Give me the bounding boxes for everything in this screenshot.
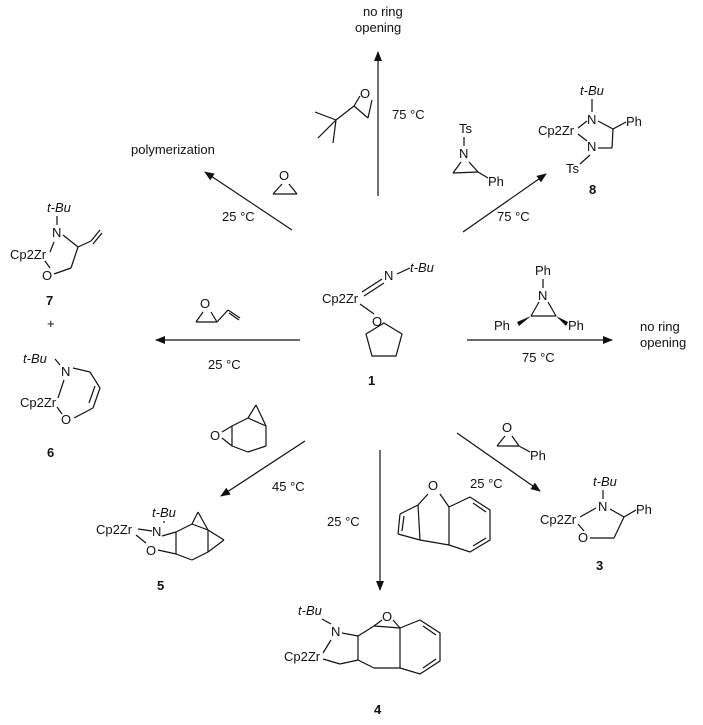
product-4: t-Bu N Cp2Zr O 4	[284, 603, 441, 717]
svg-text:O: O	[210, 428, 220, 443]
svg-text:O: O	[382, 609, 392, 624]
svg-text:Ph: Ph	[636, 502, 652, 517]
svg-text:Ph: Ph	[530, 448, 546, 463]
bottom-temp: 25 °C	[327, 514, 360, 529]
svg-text:t-Bu: t-Bu	[47, 200, 71, 215]
right-result-line2: opening	[640, 335, 686, 350]
product-7-number: 7	[46, 293, 53, 308]
vinyl-epoxide: O	[195, 296, 241, 323]
svg-text:O: O	[360, 86, 370, 101]
right-temp: 75 °C	[522, 350, 555, 365]
svg-text:O: O	[502, 420, 512, 435]
svg-text:N: N	[52, 225, 61, 240]
upper-left-reaction: polymerization 25 °C O	[131, 142, 298, 231]
lower-right-reaction: 25 °C O Ph t-Bu N Cp2Zr O Ph 3	[456, 420, 652, 573]
svg-text:t-Bu: t-Bu	[580, 83, 604, 98]
svg-text:N: N	[152, 524, 161, 539]
upper-right-arrow	[462, 173, 547, 233]
svg-text:N: N	[61, 364, 70, 379]
svg-text:Ph: Ph	[494, 318, 510, 333]
compound-1: Cp2Zr N t-Bu O 1	[322, 260, 434, 388]
left-temp: 25 °C	[208, 357, 241, 372]
plus-sign: +	[47, 316, 55, 331]
thf-o-label: O	[372, 314, 382, 329]
top-reaction: no ring opening 75 °C O	[314, 4, 425, 196]
styrene-oxide: O Ph	[496, 420, 546, 463]
cp2zr-label: Cp2Zr	[322, 291, 359, 306]
lower-left-reaction: 45 °C O t-Bu N Cp2Zr O	[96, 404, 306, 593]
upper-left-arrow	[204, 171, 293, 231]
right-result-line1: no ring	[640, 319, 680, 334]
product-8-number: 8	[589, 182, 596, 197]
tbutyl-epoxide: O	[314, 86, 373, 144]
product-6: t-Bu N Cp2Zr O 6	[20, 351, 101, 460]
lower-right-arrow	[456, 432, 541, 492]
svg-text:Cp2Zr: Cp2Zr	[284, 649, 321, 664]
svg-text:Ph: Ph	[535, 263, 551, 278]
product-8: t-Bu N Cp2Zr N Ph Ts 8	[538, 83, 642, 197]
svg-text:O: O	[578, 530, 588, 545]
product-4-number: 4	[374, 702, 382, 717]
svg-text:N: N	[598, 499, 607, 514]
product-3-number: 3	[596, 558, 603, 573]
left-reaction: 25 °C O t-Bu N Cp2Zr O 7 +	[10, 200, 300, 460]
svg-text:Cp2Zr: Cp2Zr	[10, 247, 47, 262]
top-temp: 75 °C	[392, 107, 425, 122]
n-tosyl-aziridine: Ts N Ph	[452, 121, 504, 189]
svg-text:Cp2Zr: Cp2Zr	[20, 395, 57, 410]
top-result-line1: no ring	[363, 4, 403, 19]
upper-right-temp: 75 °C	[497, 209, 530, 224]
lower-right-temp: 25 °C	[470, 476, 503, 491]
svg-text:Ph: Ph	[568, 318, 584, 333]
svg-text:Cp2Zr: Cp2Zr	[96, 522, 133, 537]
upper-right-reaction: 75 °C Ts N Ph t-Bu N Cp2Zr N Ph Ts	[452, 83, 642, 233]
triphenyl-aziridine: Ph N Ph Ph	[494, 263, 584, 333]
product-3: t-Bu N Cp2Zr O Ph 3	[540, 474, 652, 573]
svg-text:O: O	[146, 543, 156, 558]
product-7: t-Bu N Cp2Zr O 7 +	[10, 200, 103, 331]
svg-text:Ph: Ph	[626, 114, 642, 129]
right-reaction: no ring opening 75 °C Ph N Ph Ph	[467, 263, 686, 365]
svg-text:Ph: Ph	[488, 174, 504, 189]
svg-text:t-Bu: t-Bu	[298, 603, 322, 618]
upper-left-temp: 25 °C	[222, 209, 255, 224]
product-5-number: 5	[157, 578, 164, 593]
product-5: t-Bu N Cp2Zr O 5	[96, 505, 225, 593]
lower-left-temp: 45 °C	[272, 479, 305, 494]
svg-text:O: O	[279, 168, 289, 183]
svg-text:t-Bu: t-Bu	[593, 474, 617, 489]
product-6-number: 6	[47, 445, 54, 460]
svg-text:N: N	[538, 288, 547, 303]
thf-ring	[365, 322, 403, 357]
top-result-line2: opening	[355, 20, 401, 35]
svg-text:Ts: Ts	[566, 161, 580, 176]
svg-text:N: N	[587, 139, 596, 154]
svg-text:t-Bu: t-Bu	[152, 505, 176, 520]
svg-text:O: O	[61, 412, 71, 427]
svg-text:O: O	[42, 268, 52, 283]
tbu-label: t-Bu	[410, 260, 434, 275]
lower-left-arrow	[220, 440, 306, 497]
svg-text:t-Bu: t-Bu	[23, 351, 47, 366]
svg-text:O: O	[200, 296, 210, 311]
svg-text:N: N	[587, 112, 596, 127]
oxabenzonorbornadiene: O	[397, 478, 491, 553]
ethylene-oxide: O	[272, 168, 298, 195]
svg-text:Ts: Ts	[459, 121, 473, 136]
svg-text:Cp2Zr: Cp2Zr	[538, 123, 575, 138]
svg-text:N: N	[331, 624, 340, 639]
polymerization-label: polymerization	[131, 142, 215, 157]
svg-text:N: N	[459, 146, 468, 161]
norbornene-oxide: O	[210, 404, 267, 453]
bottom-reaction: 25 °C O t-Bu N Cp2Zr	[284, 450, 491, 717]
svg-text:Cp2Zr: Cp2Zr	[540, 512, 577, 527]
svg-text:O: O	[428, 478, 438, 493]
n-label: N	[384, 268, 393, 283]
compound-number: 1	[368, 373, 375, 388]
